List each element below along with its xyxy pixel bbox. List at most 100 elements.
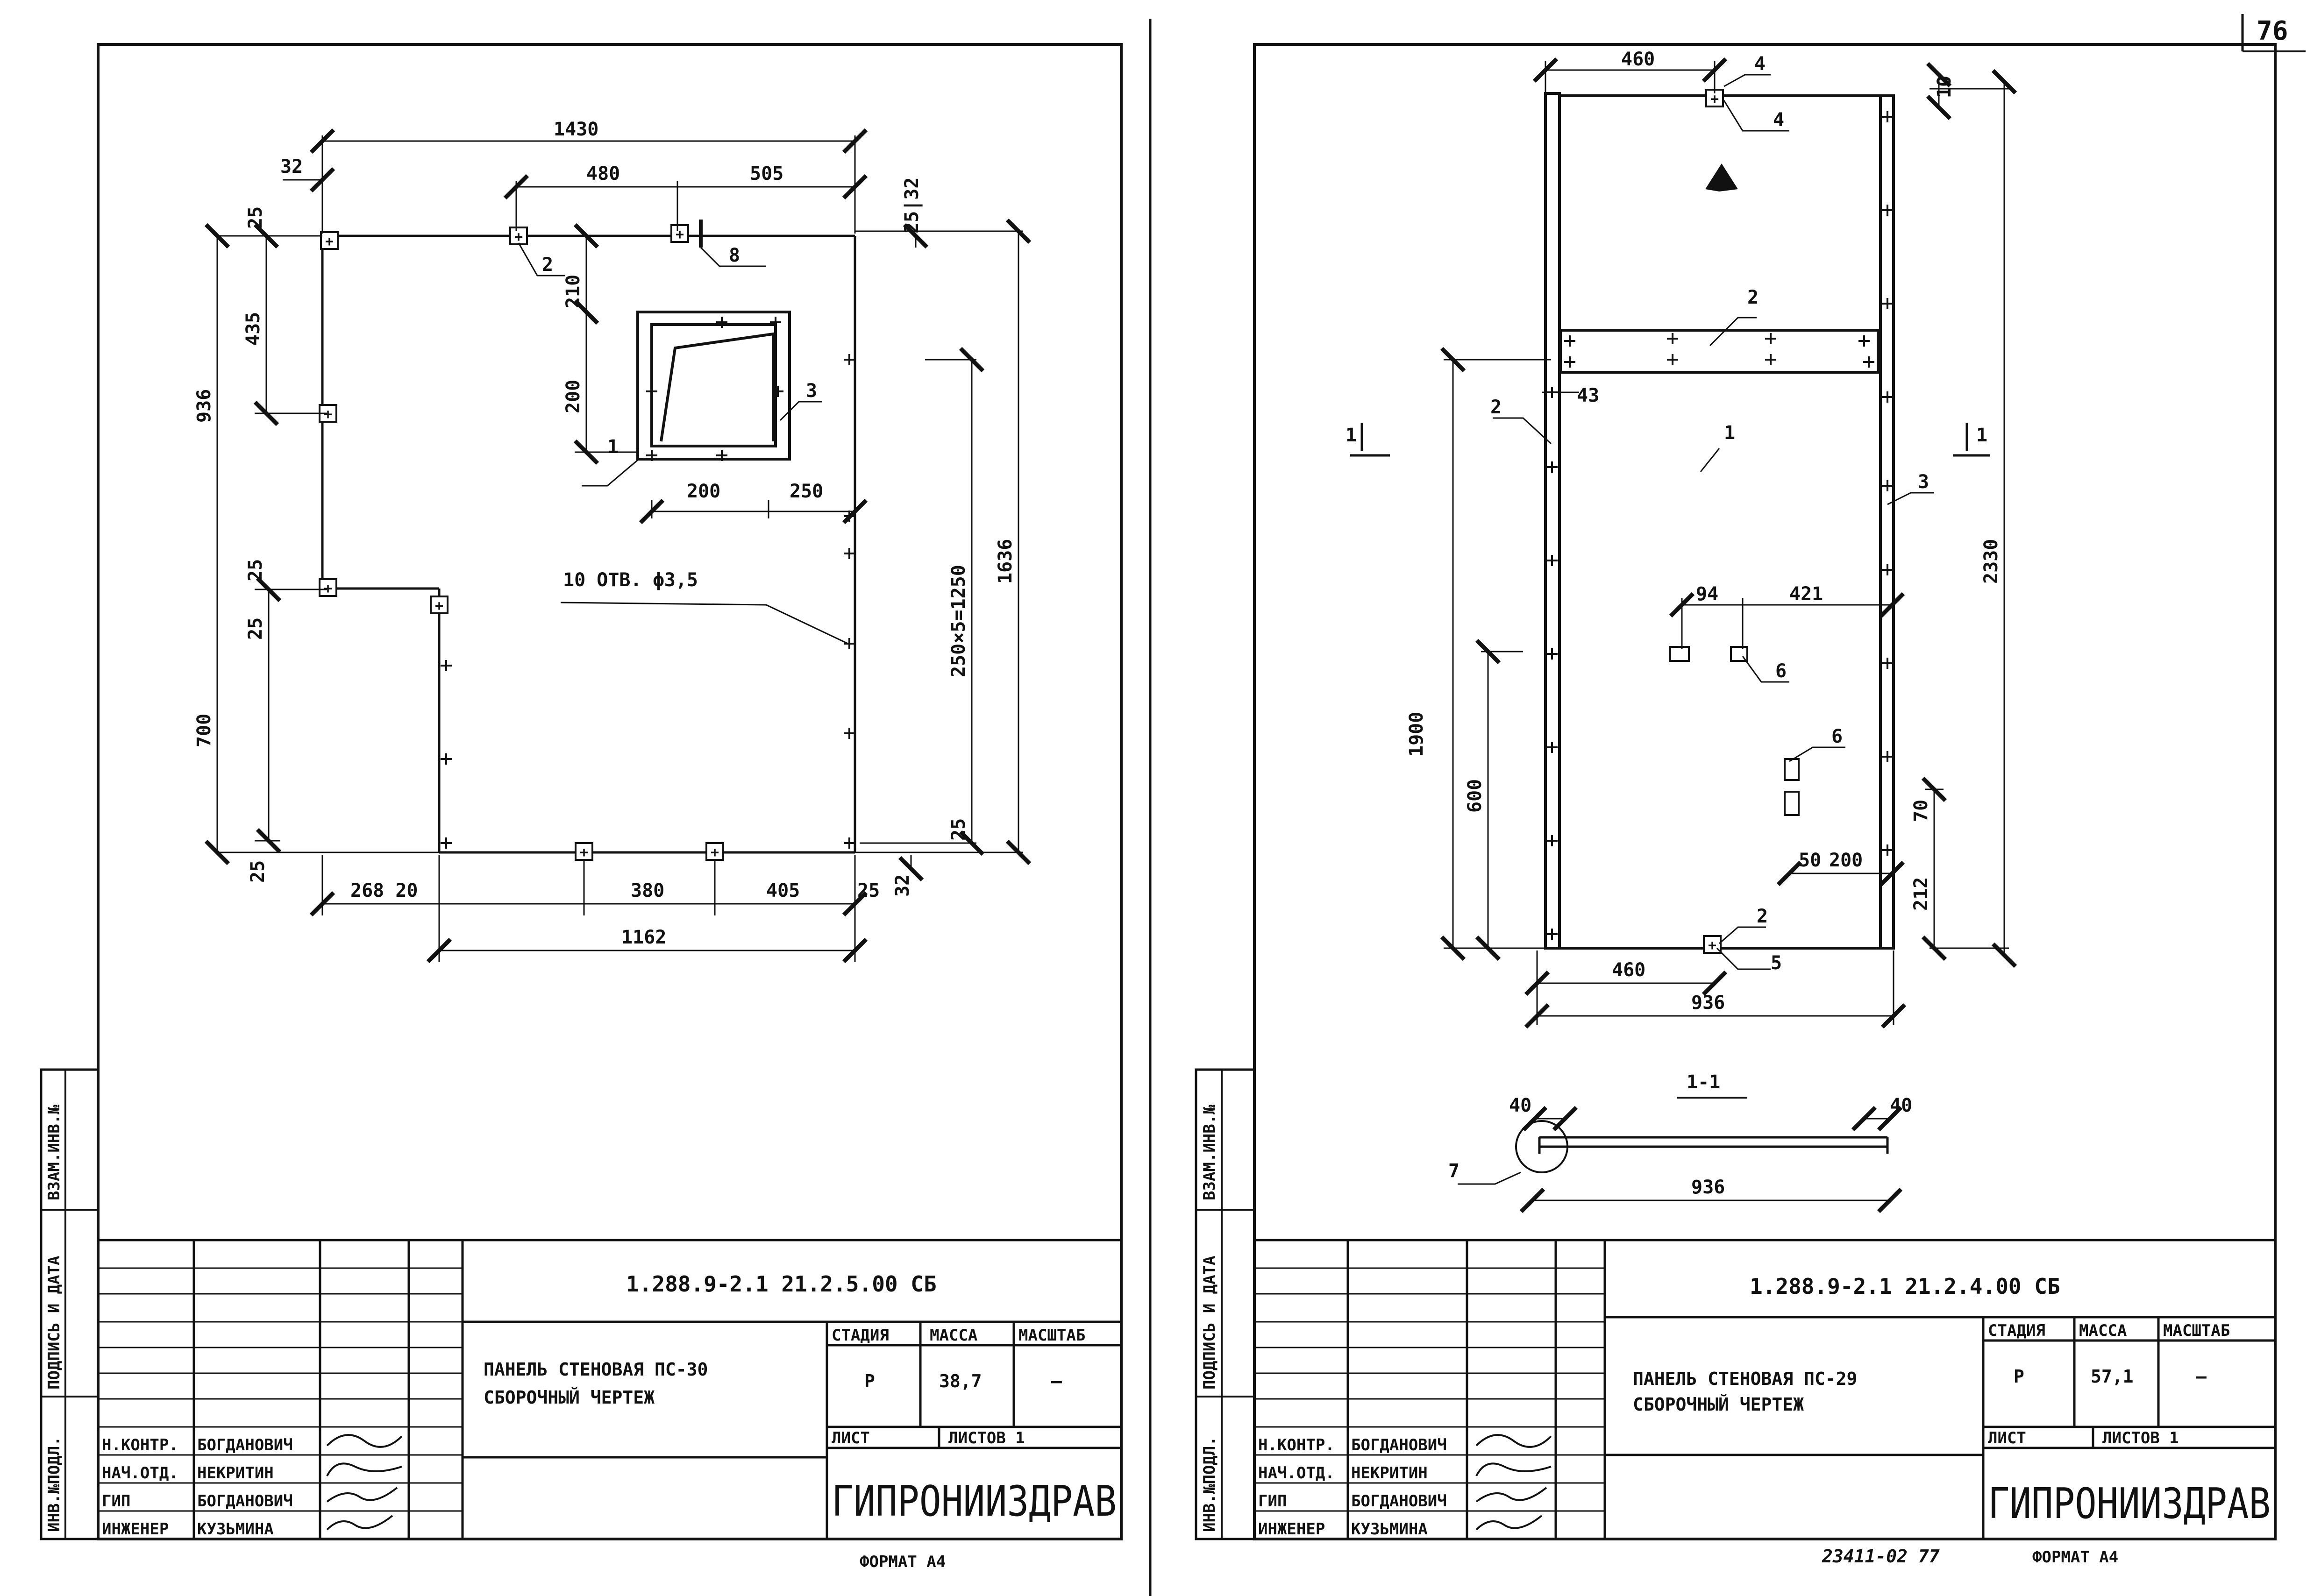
sheets-label-left: ЛИСТОВ 1 <box>948 1429 1025 1447</box>
left-frame <box>97 43 1123 1540</box>
role-right-2: НАЧ.ОТД. <box>1258 1464 1335 1483</box>
stage-label-right: СТАДИЯ <box>1988 1321 2045 1340</box>
doc-name-left-2: СБОРОЧНЫЙ ЧЕРТЕЖ <box>484 1387 655 1408</box>
left-leaders <box>518 242 848 645</box>
role-left-4: ИНЖЕНЕР <box>102 1520 169 1539</box>
dim-1162: 1162 <box>621 927 666 948</box>
right-side-stamp: ВЗАМ.ИНВ.№ ПОДПИСЬ И ДАТА ИНВ.№ПОДЛ. <box>1195 1068 1256 1540</box>
signatures-right <box>1475 1434 1552 1531</box>
dim-460-top: 460 <box>1621 49 1655 70</box>
callout-6b: 6 <box>1831 726 1843 747</box>
mass-label-right: МАССА <box>2079 1321 2127 1340</box>
right-title-rows <box>1254 1267 1605 1512</box>
signatures-left <box>326 1434 403 1531</box>
dim-32: 32 <box>280 156 303 177</box>
dim-94: 94 <box>1696 583 1718 605</box>
role-left-2: НАЧ.ОТД. <box>102 1464 178 1483</box>
sheet-label-right: ЛИСТ <box>1988 1429 2026 1447</box>
cipher-left: 1.288.9-2.1 21.2.5.00 СБ <box>626 1271 937 1297</box>
org-right: ГИПРОНИИЗДРАВ <box>1988 1479 2271 1528</box>
left-sheet: ВЗАМ.ИНВ.№ ПОДПИСЬ И ДАТА ИНВ.№ПОДЛ. <box>40 43 1123 1571</box>
triangle-mark <box>1705 163 1738 192</box>
dim-25-top: 25 <box>245 206 266 229</box>
callout-2b: 2 <box>1490 397 1502 418</box>
stage-value-left: Р <box>864 1371 875 1391</box>
dim-25-32: 25|32 <box>901 177 923 234</box>
dim-600: 600 <box>1464 779 1486 813</box>
sheets-label-right: ЛИСТОВ 1 <box>2102 1429 2179 1447</box>
dim-200-r: 200 <box>1829 850 1863 871</box>
section-mark-right: 1 <box>1976 425 1987 446</box>
dim-10: 10 <box>1934 76 1955 98</box>
name-left-2: НЕКРИТИН <box>197 1464 274 1483</box>
dim-25-bottom: 25 <box>247 860 269 883</box>
holes-note: 10 ОТВ. ϕ3,5 <box>563 569 698 591</box>
detail-circle-7 <box>1515 1120 1568 1173</box>
dim-421: 421 <box>1789 583 1823 605</box>
name-right-2: НЕКРИТИН <box>1351 1464 1428 1483</box>
scale-label-left: МАСШТАБ <box>1018 1326 1085 1345</box>
format-left: ФОРМАТ А4 <box>860 1553 946 1571</box>
callout-2: 2 <box>542 254 553 276</box>
dim-25-mid-a: 25 <box>245 559 266 582</box>
right-leaders <box>1458 74 1934 1185</box>
fasteners-6 <box>1669 646 1800 816</box>
dim-936-section: 936 <box>1691 1177 1725 1198</box>
section-marks <box>1350 423 1990 457</box>
dim-200-horiz: 200 <box>687 481 720 502</box>
dim-70: 70 <box>1910 800 1932 822</box>
role-left-1: Н.КОНТР. <box>102 1436 178 1454</box>
dim-1430: 1430 <box>554 119 598 140</box>
stage-value-right: Р <box>2014 1366 2024 1387</box>
name-left-3: БОГДАНОВИЧ <box>197 1492 293 1511</box>
right-holes <box>1545 110 1894 941</box>
dim-936: 936 <box>193 389 215 423</box>
callout-2c: 2 <box>1757 906 1768 927</box>
callout-1: 1 <box>607 436 619 458</box>
sheet-label-left: ЛИСТ <box>832 1429 870 1447</box>
dim-480: 480 <box>586 163 620 184</box>
callout-3: 3 <box>806 380 817 402</box>
dim-40-b: 40 <box>1890 1095 1912 1116</box>
dim-40-a: 40 <box>1509 1095 1531 1116</box>
page-number-box: 76 <box>2241 14 2306 52</box>
window-frame <box>636 311 791 461</box>
role-right-3: ГИП <box>1258 1492 1287 1511</box>
dim-250: 250 <box>790 481 823 502</box>
section-label: 1-1 <box>1687 1071 1720 1093</box>
doc-name-right-2: СБОРОЧНЫЙ ЧЕРТЕЖ <box>1633 1394 1804 1415</box>
role-right-1: Н.КОНТР. <box>1258 1436 1335 1454</box>
dim-1900: 1900 <box>1406 712 1427 757</box>
scale-value-left: — <box>1051 1371 1062 1391</box>
callout-4b: 4 <box>1773 109 1784 131</box>
dim-250x5: 250×5=1250 <box>948 565 969 677</box>
left-title-block <box>97 1239 1123 1540</box>
dim-1636: 1636 <box>995 539 1016 584</box>
dim-435: 435 <box>242 312 264 346</box>
stage-label-left: СТАДИЯ <box>832 1326 889 1345</box>
dim-936-r: 936 <box>1691 992 1725 1014</box>
side-label-inv: ИНВ.№ПОДЛ. <box>45 1436 64 1532</box>
callout-5: 5 <box>1771 952 1782 974</box>
name-right-1: БОГДАНОВИЧ <box>1351 1436 1447 1454</box>
callout-8: 8 <box>729 245 740 266</box>
org-left: ГИПРОНИИЗДРАВ <box>832 1477 1117 1526</box>
bottom-note: 23411-02 77 <box>1822 1546 1940 1567</box>
scale-value-right: — <box>2196 1366 2207 1387</box>
name-left-4: КУЗЬМИНА <box>197 1520 274 1539</box>
section-1-1 <box>1515 1097 1889 1173</box>
dim-25-mid-b: 25 <box>245 617 266 640</box>
role-left-3: ГИП <box>102 1492 130 1511</box>
callout-6a: 6 <box>1775 660 1787 682</box>
format-right: ФОРМАТ А4 <box>2032 1548 2118 1567</box>
side-label-podpis: ПОДПИСЬ И ДАТА <box>45 1256 64 1390</box>
name-left-1: БОГДАНОВИЧ <box>197 1436 293 1454</box>
section-mark-left: 1 <box>1346 425 1357 446</box>
doc-name-left-1: ПАНЕЛЬ СТЕНОВАЯ ПС-30 <box>484 1359 708 1380</box>
dim-380: 380 <box>631 880 664 901</box>
mass-label-left: МАССА <box>930 1326 977 1345</box>
panel-ps29-outline <box>1544 92 1895 950</box>
scale-label-right: МАСШТАБ <box>2163 1321 2230 1340</box>
cipher-right: 1.288.9-2.1 21.2.4.00 СБ <box>1750 1274 2060 1299</box>
